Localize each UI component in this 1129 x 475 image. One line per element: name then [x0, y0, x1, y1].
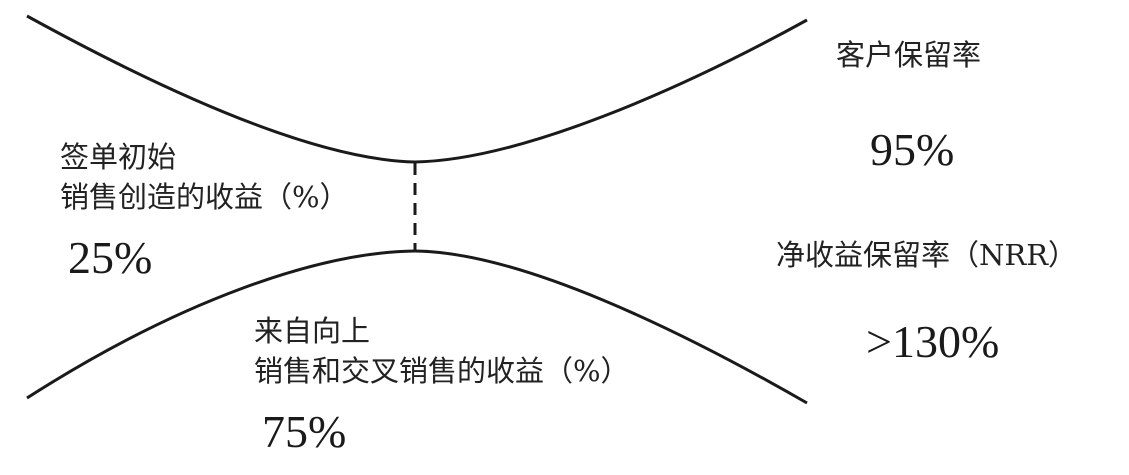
- nrr-label: 净收益保留率（NRR）: [776, 238, 1078, 272]
- expansion-value: 75%: [262, 406, 347, 457]
- new-sales-value: 25%: [68, 232, 153, 283]
- top-curve: [26, 14, 808, 164]
- new-sales-label-line1: 签单初始: [60, 140, 177, 174]
- bottom-curve: [26, 249, 808, 405]
- customer-retention-label: 客户保留率: [836, 38, 982, 72]
- new-sales-label-line2: 销售创造的收益（%）: [60, 180, 349, 214]
- expansion-label-line1: 来自向上: [254, 314, 371, 348]
- nrr-value: >130%: [866, 316, 1000, 367]
- customer-retention-value: 95%: [870, 124, 955, 175]
- expansion-label-line2: 销售和交叉销售的收益（%）: [254, 354, 630, 388]
